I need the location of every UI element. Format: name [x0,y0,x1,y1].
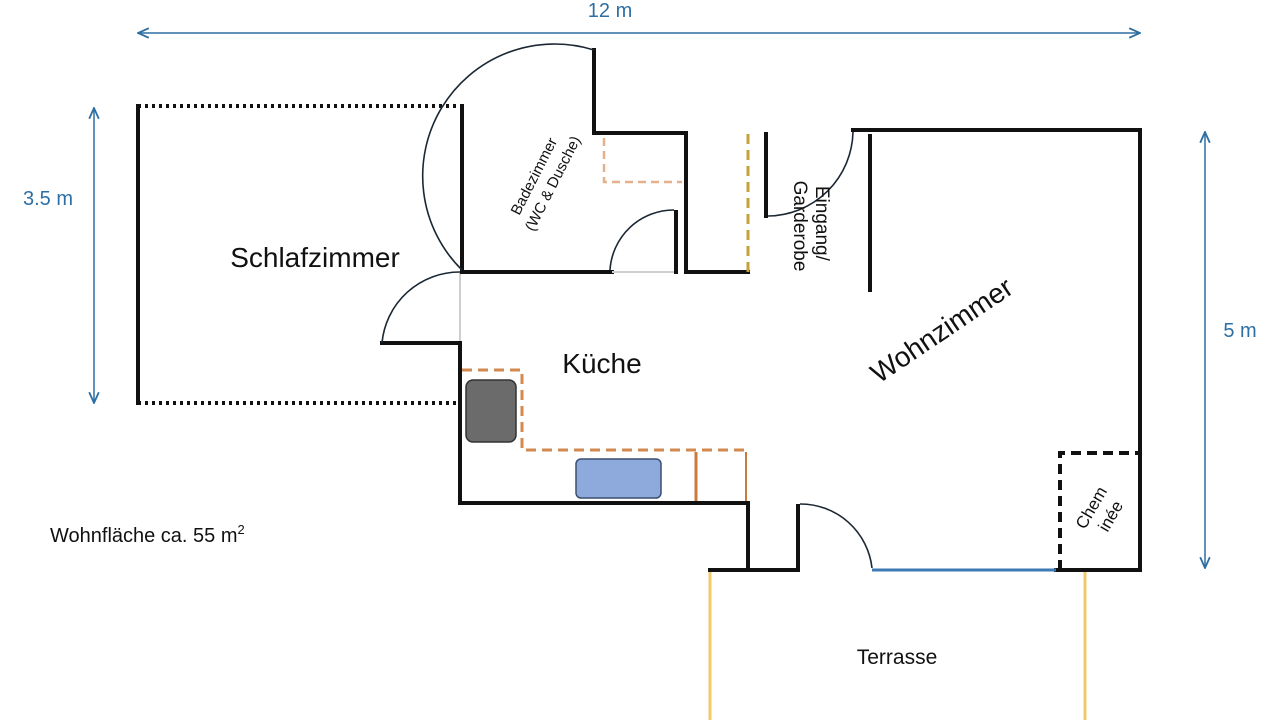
stove [465,379,517,443]
terrace-label: Terrasse [857,646,938,669]
living-room-label: Wohnzimmer [865,271,1019,389]
fireplace-outline [1058,451,1138,570]
kitchen-counter-outline [462,368,748,452]
left-height-dimension-label: 3.5 m [23,188,73,210]
shower-outline [602,138,682,184]
bathroom [421,43,750,274]
fireplace-label: Chem inée [1072,479,1132,542]
bathroom-inner-door-swing [609,209,675,271]
bedroom-door-swing [381,271,461,344]
entrance-label: Eingang/ Garderobe [789,181,832,272]
terrace [708,572,1087,720]
living-area-note: Wohnfläche ca. 55 m2 [50,522,245,547]
bathroom-label: Badezimmer (WC & Dusche) [504,124,584,234]
kitchen [458,341,800,572]
sink [575,458,662,499]
bedroom [136,104,464,405]
entrance [746,128,1142,292]
width-dimension-label: 12 m [588,0,632,22]
living-room [799,128,1142,572]
bathroom-entry-door-swing [421,43,595,271]
right-height-dimension-label: 5 m [1223,320,1256,342]
bedroom-label: Schlafzimmer [230,242,400,273]
entrance-door-swing [767,131,854,217]
terrace-door-swing [799,503,873,569]
kitchen-label: Küche [562,348,641,379]
